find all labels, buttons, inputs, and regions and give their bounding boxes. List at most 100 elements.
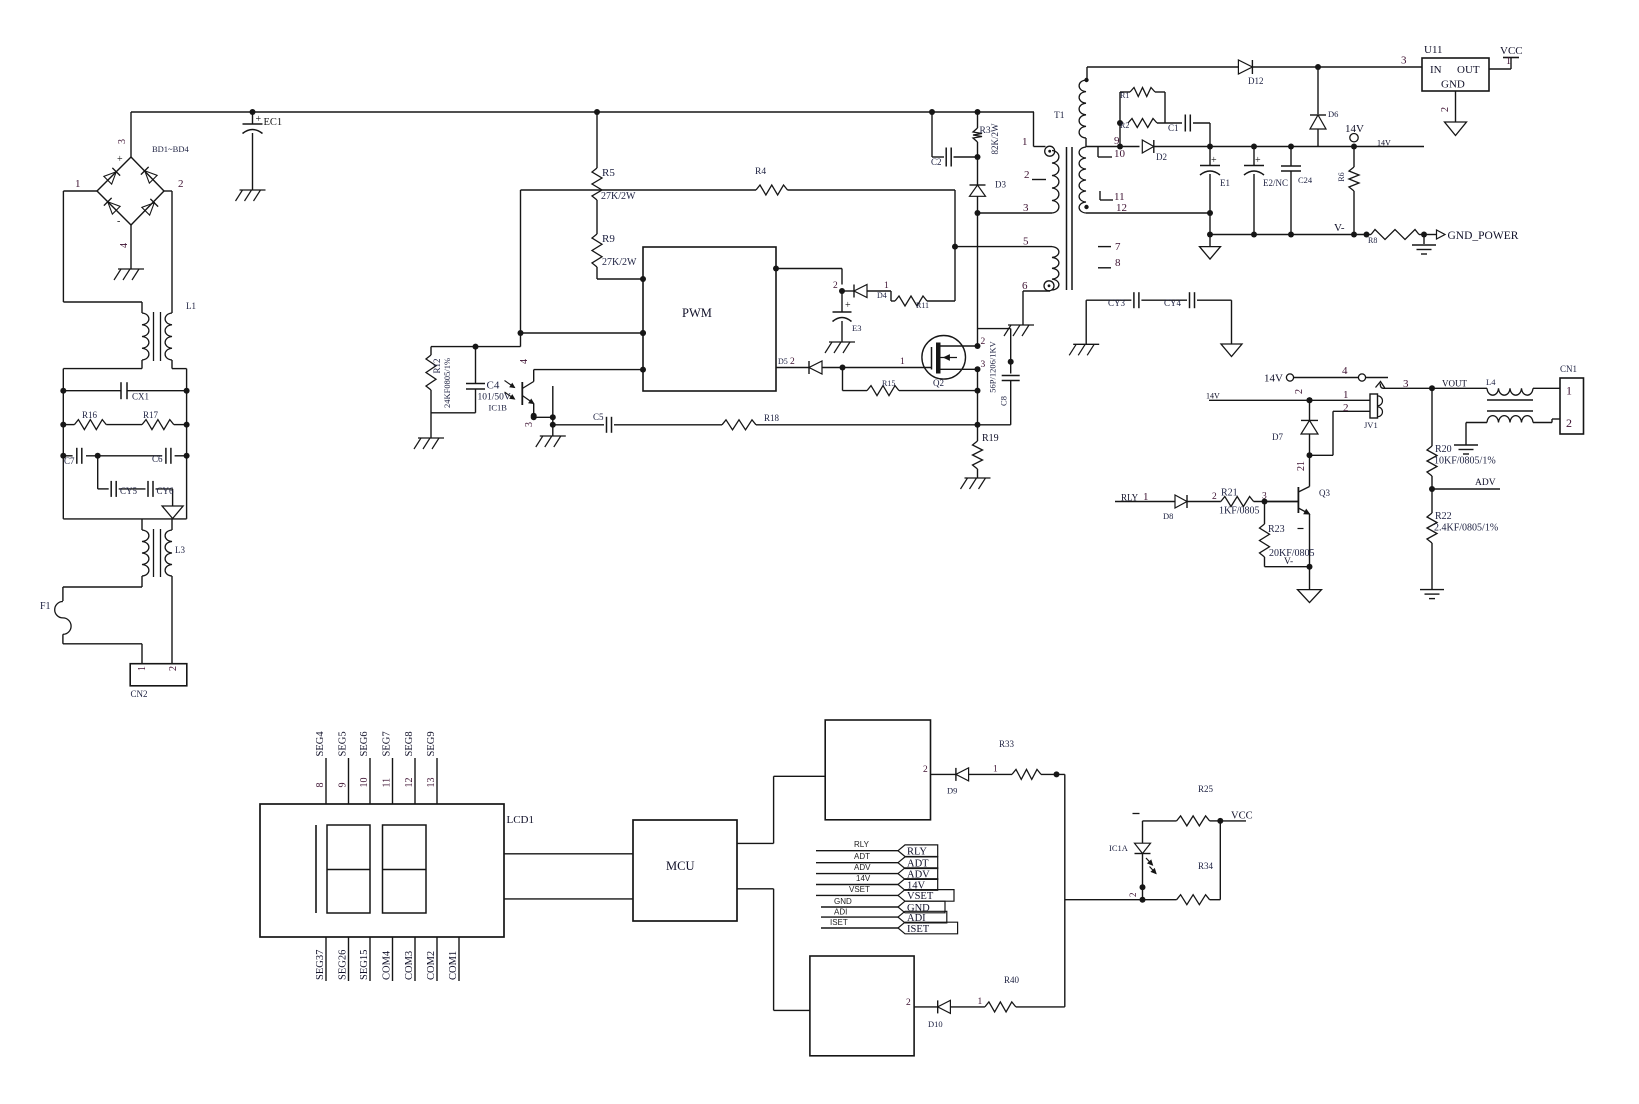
svg-text:CY5: CY5 bbox=[120, 486, 138, 496]
svg-text:12: 12 bbox=[404, 778, 415, 788]
svg-text:2: 2 bbox=[1440, 107, 1451, 112]
svg-text:11: 11 bbox=[1114, 191, 1125, 203]
svg-text:3: 3 bbox=[1023, 202, 1029, 214]
svg-text:OUT: OUT bbox=[1457, 64, 1480, 76]
svg-text:3: 3 bbox=[1262, 492, 1267, 502]
svg-text:C5: C5 bbox=[593, 412, 604, 422]
svg-text:D6: D6 bbox=[1328, 109, 1338, 119]
svg-text:2: 2 bbox=[178, 178, 184, 190]
svg-text:SEG15: SEG15 bbox=[359, 950, 370, 980]
svg-text:CY3: CY3 bbox=[1108, 298, 1126, 308]
svg-text:RLY: RLY bbox=[907, 847, 927, 858]
svg-text:2.4KF/0805/1%: 2.4KF/0805/1% bbox=[1434, 523, 1498, 534]
svg-text:24KF0805/1%: 24KF0805/1% bbox=[442, 358, 452, 408]
svg-text:C24: C24 bbox=[1298, 175, 1313, 185]
svg-text:D4: D4 bbox=[877, 291, 887, 300]
svg-text:SEG4: SEG4 bbox=[315, 731, 326, 757]
svg-text:CY6: CY6 bbox=[157, 486, 175, 496]
svg-text:9: 9 bbox=[1114, 135, 1120, 147]
svg-text:12: 12 bbox=[1116, 202, 1127, 214]
svg-text:R21: R21 bbox=[1221, 488, 1238, 499]
svg-text:SEG6: SEG6 bbox=[359, 731, 370, 756]
svg-text:1: 1 bbox=[1566, 384, 1572, 398]
svg-text:E1: E1 bbox=[1220, 178, 1230, 188]
svg-text:IC1A: IC1A bbox=[1109, 843, 1129, 853]
svg-text:3: 3 bbox=[981, 360, 986, 370]
svg-text:8: 8 bbox=[1115, 257, 1121, 269]
svg-text:C7: C7 bbox=[64, 456, 75, 466]
svg-text:VCC: VCC bbox=[1231, 811, 1253, 822]
svg-text:R6: R6 bbox=[1337, 172, 1346, 181]
svg-text:82K/2W: 82K/2W bbox=[990, 123, 1000, 155]
svg-text:10KF/0805/1%: 10KF/0805/1% bbox=[1434, 456, 1496, 467]
svg-text:ADI: ADI bbox=[834, 908, 847, 917]
svg-text:14V: 14V bbox=[1345, 123, 1364, 135]
svg-text:21: 21 bbox=[1296, 461, 1307, 471]
svg-text:ADT: ADT bbox=[907, 859, 929, 870]
svg-text:1: 1 bbox=[1343, 389, 1349, 401]
svg-text:10: 10 bbox=[1114, 148, 1126, 160]
svg-text:R20: R20 bbox=[1435, 444, 1452, 455]
svg-text:R1: R1 bbox=[1120, 91, 1129, 100]
svg-text:R2: R2 bbox=[1120, 121, 1129, 130]
svg-text:4: 4 bbox=[1342, 365, 1348, 377]
svg-text:CX1: CX1 bbox=[132, 392, 149, 402]
svg-text:27K/2W: 27K/2W bbox=[601, 191, 636, 202]
svg-text:SEG9: SEG9 bbox=[426, 731, 437, 756]
svg-text:2: 2 bbox=[1343, 402, 1349, 414]
svg-text:3: 3 bbox=[1401, 55, 1407, 67]
svg-text:SEG26: SEG26 bbox=[338, 950, 349, 980]
svg-text:56P/1206/1KV: 56P/1206/1KV bbox=[988, 340, 998, 392]
svg-text:13: 13 bbox=[426, 778, 437, 788]
svg-text:R4: R4 bbox=[755, 167, 766, 177]
svg-text:8: 8 bbox=[315, 783, 326, 788]
svg-text:CN2: CN2 bbox=[131, 689, 148, 699]
svg-text:SEG7: SEG7 bbox=[382, 731, 393, 756]
svg-text:1: 1 bbox=[884, 281, 889, 291]
svg-text:R25: R25 bbox=[1198, 784, 1214, 794]
svg-text:Q3: Q3 bbox=[1319, 488, 1330, 498]
svg-text:C8: C8 bbox=[999, 396, 1009, 406]
svg-text:1KF/0805: 1KF/0805 bbox=[1219, 506, 1260, 517]
svg-text:ADV: ADV bbox=[854, 863, 871, 872]
svg-text:U11: U11 bbox=[1424, 44, 1443, 56]
svg-text:1: 1 bbox=[1506, 56, 1511, 67]
svg-text:+: + bbox=[117, 154, 123, 165]
svg-text:SEG8: SEG8 bbox=[404, 731, 415, 756]
svg-text:SEG5: SEG5 bbox=[338, 731, 349, 756]
svg-text:VSET: VSET bbox=[907, 891, 934, 902]
svg-text:R3: R3 bbox=[980, 126, 991, 136]
svg-text:-: - bbox=[117, 216, 120, 227]
svg-text:2: 2 bbox=[833, 281, 838, 291]
svg-text:1: 1 bbox=[900, 357, 905, 367]
svg-text:+: + bbox=[1255, 155, 1261, 166]
svg-text:D10: D10 bbox=[928, 1019, 943, 1029]
svg-text:1: 1 bbox=[978, 997, 983, 1007]
svg-text:3: 3 bbox=[524, 422, 535, 427]
svg-text:EC1: EC1 bbox=[264, 117, 283, 128]
svg-text:IC1B: IC1B bbox=[489, 403, 508, 413]
svg-text:101/50V: 101/50V bbox=[478, 393, 511, 403]
svg-text:SEG37: SEG37 bbox=[315, 950, 326, 980]
svg-text:C4: C4 bbox=[487, 380, 500, 392]
svg-text:L4: L4 bbox=[1486, 377, 1496, 387]
svg-text:R17: R17 bbox=[143, 410, 159, 420]
svg-text:IN: IN bbox=[1430, 64, 1442, 76]
svg-text:2: 2 bbox=[923, 765, 928, 775]
svg-text:2: 2 bbox=[1566, 416, 1572, 430]
svg-text:VSET: VSET bbox=[849, 885, 870, 894]
svg-text:L1: L1 bbox=[186, 301, 196, 311]
svg-text:JV1: JV1 bbox=[1364, 420, 1378, 430]
svg-text:R11: R11 bbox=[916, 301, 929, 310]
svg-text:E3: E3 bbox=[852, 323, 861, 333]
svg-text:2: 2 bbox=[906, 998, 911, 1008]
svg-text:PWM: PWM bbox=[682, 306, 712, 320]
svg-text:2: 2 bbox=[1294, 389, 1305, 394]
svg-text:Q2: Q2 bbox=[933, 378, 944, 388]
svg-text:L3: L3 bbox=[175, 545, 185, 555]
svg-text:CY4: CY4 bbox=[1164, 298, 1182, 308]
svg-text:LCD1: LCD1 bbox=[507, 814, 535, 826]
svg-text:4: 4 bbox=[519, 359, 530, 364]
svg-text:R40: R40 bbox=[1004, 975, 1020, 985]
svg-text:V-: V- bbox=[1284, 557, 1293, 567]
